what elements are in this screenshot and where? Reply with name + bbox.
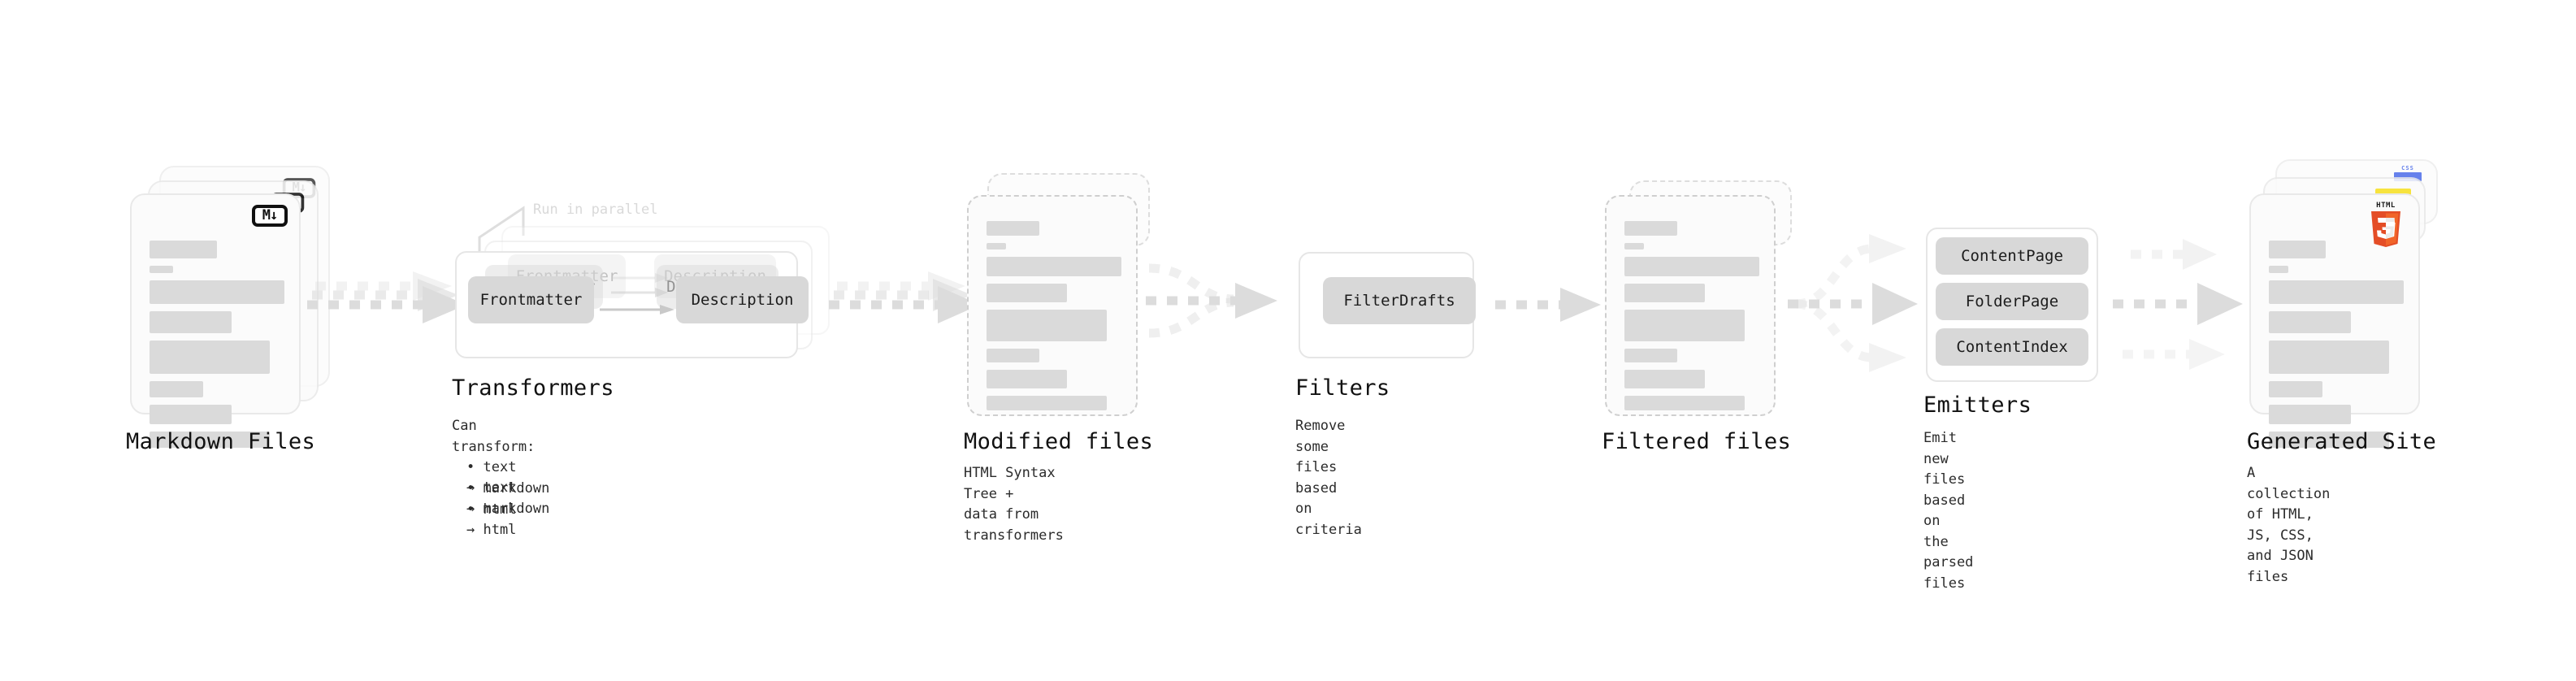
html5-shield-icon xyxy=(2371,211,2400,247)
doc-skeleton xyxy=(987,221,1121,418)
generated-site-title: Generated Site xyxy=(2247,429,2437,454)
modified-card-front xyxy=(967,195,1138,416)
transformers-bullet-0-text: text → text xyxy=(466,458,517,497)
transformers-bullet-2-text: html → html xyxy=(466,501,517,539)
connector-filters-to-filtered xyxy=(1495,288,1601,322)
markdown-files-title: Markdown Files xyxy=(126,429,316,454)
markdown-card-front: M↓ xyxy=(130,193,301,448)
filters-description: Remove some files based on criteria xyxy=(1295,418,1362,538)
doc-skeleton xyxy=(1624,221,1759,418)
modified-files-description: HTML Syntax Tree + data from transformer… xyxy=(964,465,1064,544)
transformer-chip-description[interactable]: Description xyxy=(676,276,809,323)
modified-files-title: Modified files xyxy=(964,429,1154,454)
doc-skeleton xyxy=(2269,241,2404,455)
html5-badge: HTML xyxy=(2365,202,2407,249)
filtered-files-title: Filtered files xyxy=(1602,429,1792,454)
connector-transformers-to-modified xyxy=(829,271,980,323)
css-badge: CSS xyxy=(2394,165,2422,181)
transformers-bullet-0: • text → text xyxy=(466,436,516,499)
filters-title: Filters xyxy=(1295,375,1390,401)
emitter-chip-folderpage[interactable]: FolderPage xyxy=(1936,283,2088,320)
transformers-title: Transformers xyxy=(452,375,614,401)
doc-skeleton xyxy=(150,241,284,455)
bullet-dot: • xyxy=(466,458,484,475)
transformers-bullet-2: • html → html xyxy=(466,479,516,541)
connector-modified-to-filters xyxy=(1146,263,1277,338)
emitters-description: Emit new files based on the parsed files xyxy=(1923,430,1974,592)
css-badge-label: CSS xyxy=(2401,165,2414,171)
html5-badge-label: HTML xyxy=(2376,202,2396,210)
transformers-description: Can transform: xyxy=(452,418,536,455)
transformers-bullet-1: • markdown → markdown xyxy=(466,458,549,520)
connector-markdown-to-transformers xyxy=(307,271,466,323)
run-in-parallel-bracket xyxy=(478,206,525,263)
bullet-dot: • xyxy=(466,479,484,497)
transformer-chip-frontmatter[interactable]: Frontmatter xyxy=(468,276,594,323)
emitter-chip-contentpage[interactable]: ContentPage xyxy=(1936,237,2088,275)
transformer-inner-arrows xyxy=(600,273,674,314)
markdown-badge: M↓ xyxy=(252,205,288,227)
connector-emitters-to-site xyxy=(2113,239,2243,370)
run-in-parallel-label: Run in parallel xyxy=(533,202,658,218)
filtered-card-front xyxy=(1605,195,1776,416)
transformers-bullet-1-text: markdown → markdown xyxy=(466,479,550,518)
generated-site-description: A collection of HTML, JS, CSS, and JSON … xyxy=(2247,465,2331,585)
connector-filtered-to-emitters xyxy=(1788,234,1918,372)
site-card-front: HTML xyxy=(2249,193,2420,448)
filter-chip-filterdrafts[interactable]: FilterDrafts xyxy=(1323,277,1476,324)
bullet-dot: • xyxy=(466,501,484,518)
emitters-title: Emitters xyxy=(1923,393,2032,418)
emitter-chip-contentindex[interactable]: ContentIndex xyxy=(1936,328,2088,366)
